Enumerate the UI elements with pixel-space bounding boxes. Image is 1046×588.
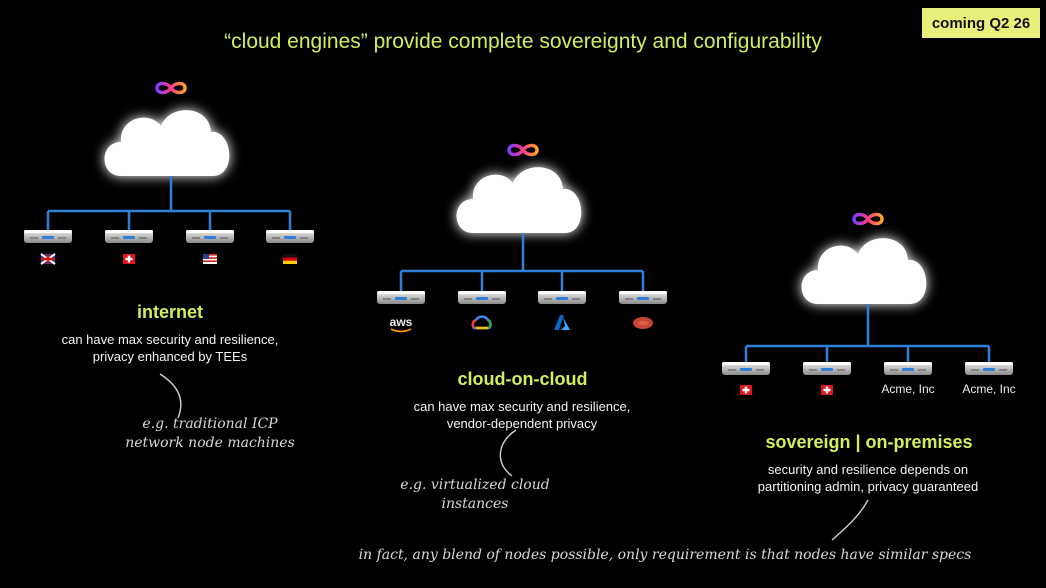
internet-description: can have max security and resilience, pr…: [20, 331, 320, 365]
note-arrow-line: [831, 499, 869, 541]
footer-note: in fact, any blend of nodes possible, on…: [358, 547, 972, 563]
internet-group: [23, 81, 315, 419]
cloud-on-cloud-title: cloud-on-cloud: [457, 369, 588, 389]
oracle-logo-icon: [633, 317, 653, 329]
cloud-on-cloud-description: can have max security and resilience, ve…: [372, 398, 672, 432]
note-line: e.g. traditional ICP: [142, 416, 278, 432]
server-rack-icon: [23, 229, 73, 244]
cloud-on-cloud-note: e.g. virtualized cloud instances: [370, 476, 580, 514]
connector-lines: [46, 176, 292, 230]
cloud-icon: [456, 167, 582, 233]
acme-label: Acme, Inc: [881, 382, 935, 396]
coming-soon-badge: coming Q2 26: [922, 8, 1040, 38]
server-rack-icon: [721, 361, 771, 376]
description-line: security and resilience depends on: [767, 462, 969, 477]
page-title: “cloud engines” provide complete soverei…: [224, 30, 822, 53]
cloud-on-cloud-group: [376, 143, 668, 477]
server-rack-icon: [457, 290, 507, 305]
server-rack-icon: [537, 290, 587, 305]
server-rack-icon: [618, 290, 668, 305]
sovereign-description: security and resilience depends on parti…: [718, 461, 1018, 495]
cloud-icon: [801, 238, 927, 304]
server-rack-icon: [104, 229, 154, 244]
swiss-flag-icon: [740, 385, 752, 395]
server-rack-icon: [376, 290, 426, 305]
aws-label: aws: [389, 315, 413, 329]
infinity-logo-icon: [507, 143, 539, 157]
server-rack-icon: [964, 361, 1014, 376]
uk-flag-icon: [40, 253, 56, 265]
germany-flag-icon: [283, 254, 297, 264]
google-cloud-logo-icon: [471, 315, 492, 330]
cloud-icon: [104, 110, 230, 176]
description-line: partitioning admin, privacy guaranteed: [757, 479, 979, 494]
sovereign-title: sovereign | on-premises: [765, 432, 973, 452]
us-flag-icon: [203, 254, 217, 264]
connector-lines: [744, 304, 991, 362]
note-arrow-line: [499, 429, 517, 477]
description-line: can have max security and resilience,: [61, 332, 279, 347]
sovereign-group: [721, 212, 1014, 541]
server-rack-icon: [185, 229, 235, 244]
note-line: e.g. virtualized cloud: [400, 477, 550, 493]
server-rack-icon: [802, 361, 852, 376]
internet-note: e.g. traditional ICP network node machin…: [100, 415, 320, 453]
note-arrow-line: [159, 373, 182, 419]
note-line: network node machines: [125, 435, 295, 451]
azure-logo-icon: [554, 315, 570, 330]
acme-label: Acme, Inc: [962, 382, 1016, 396]
description-line: vendor-dependent privacy: [446, 416, 598, 431]
infinity-logo-icon: [852, 212, 884, 226]
note-line: instances: [441, 496, 509, 512]
server-rack-icon: [265, 229, 315, 244]
description-line: can have max security and resilience,: [413, 399, 631, 414]
description-line: privacy enhanced by TEEs: [92, 349, 248, 364]
server-rack-icon: [883, 361, 933, 376]
swiss-flag-icon: [123, 254, 135, 264]
aws-logo-icon: [390, 328, 412, 333]
swiss-flag-icon: [821, 385, 833, 395]
connector-lines: [399, 233, 645, 291]
infinity-logo-icon: [155, 81, 187, 95]
internet-title: internet: [136, 302, 203, 322]
